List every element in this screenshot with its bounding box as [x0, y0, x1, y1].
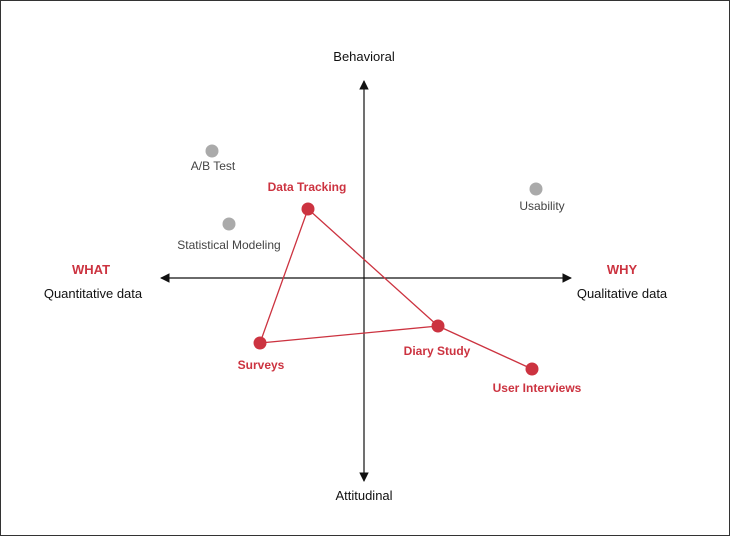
- method-label: Diary Study: [404, 344, 471, 358]
- method-dot: [525, 362, 539, 376]
- axis-subtitle-left: Quantitative data: [44, 286, 143, 301]
- axis-label-top: Behavioral: [333, 49, 395, 64]
- method-data-tracking: Data Tracking: [268, 180, 347, 216]
- axis-subtitle-right: Qualitative data: [577, 286, 668, 301]
- method-label: Statistical Modeling: [177, 238, 280, 252]
- method-dot: [205, 144, 219, 158]
- highlight-connector: [437, 325, 533, 370]
- method-diary-study: Diary Study: [404, 319, 471, 358]
- method-dot: [529, 182, 543, 196]
- method-dot: [253, 336, 267, 350]
- axis-label-bottom: Attitudinal: [335, 488, 392, 503]
- method-ab-test: A/B Test: [191, 144, 236, 173]
- axis-title-right: WHY: [607, 262, 638, 277]
- method-statistical-modeling: Statistical Modeling: [177, 217, 281, 252]
- method-dot: [301, 202, 315, 216]
- method-dot: [222, 217, 236, 231]
- method-label: Data Tracking: [268, 180, 347, 194]
- method-label: Usability: [519, 199, 564, 213]
- highlight-triangle: [259, 208, 440, 344]
- method-usability: Usability: [519, 182, 565, 213]
- method-user-interviews: User Interviews: [493, 362, 582, 395]
- method-surveys: Surveys: [238, 336, 285, 372]
- method-label: User Interviews: [493, 381, 582, 395]
- axis-title-left: WHAT: [72, 262, 110, 277]
- method-label: A/B Test: [191, 159, 236, 173]
- method-label: Surveys: [238, 358, 285, 372]
- method-dot: [431, 319, 445, 333]
